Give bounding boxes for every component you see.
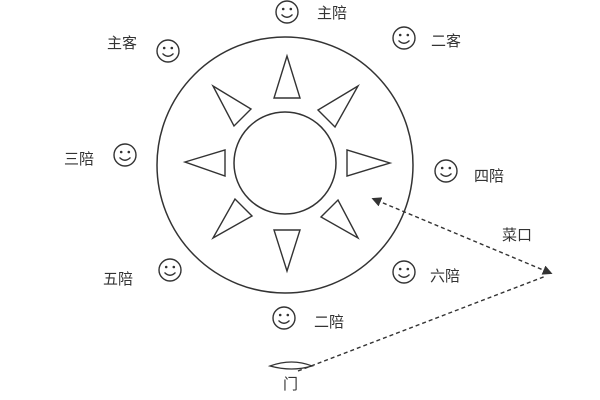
- serving-entrance-label: 菜口: [502, 226, 532, 244]
- door-label: 门: [283, 375, 298, 393]
- seat-label-er-pei: 二陪: [314, 313, 344, 331]
- ray-left: [182, 149, 226, 177]
- ray-top-right: [316, 84, 360, 129]
- ray-top-left: [211, 84, 253, 128]
- seat-label-zhu-ke: 主客: [107, 34, 137, 52]
- smiley-icon: [156, 39, 180, 63]
- ray-top: [273, 53, 301, 99]
- door-to-entrance-line: [297, 275, 547, 372]
- ray-bottom: [273, 229, 301, 274]
- smiley-icon: [113, 143, 137, 167]
- smiley-icon: [434, 159, 458, 183]
- smiley-icon: [158, 258, 182, 282]
- smiley-icon: [275, 0, 299, 24]
- seat-label-er-ke: 二客: [431, 32, 461, 50]
- smiley-icon: [272, 306, 296, 330]
- serving-arrow: [371, 197, 553, 275]
- table-outer-ring: [156, 36, 414, 294]
- seat-label-liu-pei: 六陪: [430, 267, 460, 285]
- table-lazy-susan: [233, 111, 337, 215]
- table-rays: [182, 53, 393, 274]
- seat-label-zhu-pei: 主陪: [317, 4, 347, 22]
- smiley-icon: [392, 260, 416, 284]
- smiley-icon: [392, 26, 416, 50]
- seat-label-san-pei: 三陪: [64, 150, 94, 168]
- seat-label-si-pei: 四陪: [474, 167, 504, 185]
- ray-right: [346, 149, 393, 177]
- ray-bottom-right: [319, 198, 360, 240]
- ray-bottom-left: [211, 197, 254, 240]
- seat-label-wu-pei: 五陪: [103, 270, 133, 288]
